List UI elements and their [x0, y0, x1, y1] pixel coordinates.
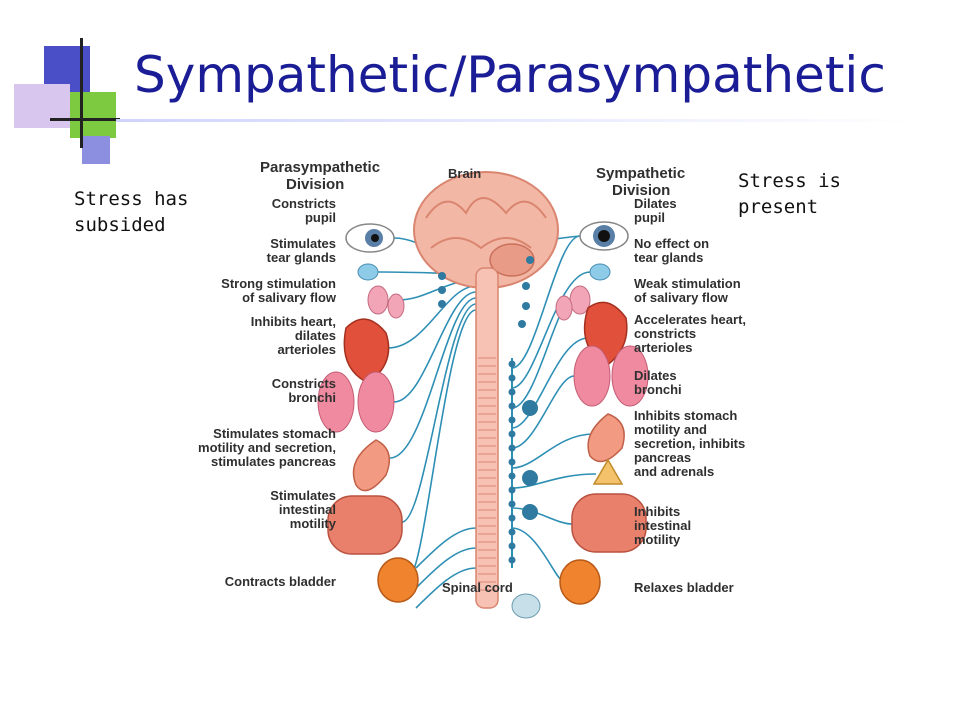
brain-label: Brain [448, 166, 481, 181]
spinal-cord-segments [478, 357, 496, 591]
left-stomach-illustration [352, 439, 391, 492]
left-bladder-illustration [377, 557, 419, 603]
brain-folds [425, 197, 547, 250]
right-bladder-illustration [559, 559, 601, 605]
left-tear-gland-illustration [357, 263, 379, 281]
decor-square-green [70, 92, 116, 138]
right-stomach-illustration [587, 413, 625, 463]
ganglia-dots [438, 256, 538, 564]
note-stress-present: Stress is present [738, 170, 841, 218]
right-eye-illustration [579, 221, 629, 251]
left-eye-illustration [345, 223, 395, 253]
left-heart-illustration [343, 318, 390, 384]
right-adrenal-illustration [592, 458, 624, 485]
right-salivary-gland-illustration [555, 285, 591, 321]
left-intestines-illustration [327, 495, 403, 555]
nerve-lines [377, 235, 597, 609]
spinal-cord-label: Spinal cord [442, 580, 513, 595]
adrenal-ganglion-illustration [511, 593, 541, 619]
left-lungs-illustration [317, 371, 395, 433]
title-underline [116, 119, 916, 122]
decor-vertical-line [80, 38, 83, 148]
right-tear-gland-illustration [589, 263, 611, 281]
decor-square-lilac [14, 84, 70, 128]
sympathetic-label-bladder: Relaxes bladder [634, 580, 734, 595]
note-stress-subsided: Stress has subsided [74, 188, 189, 236]
slide-title: Sympathetic/Parasympathetic [134, 46, 886, 104]
left-salivary-gland-illustration [367, 285, 405, 319]
decor-horizontal-line [50, 118, 120, 121]
right-lungs-illustration [573, 345, 649, 407]
decor-square-violet [82, 136, 110, 164]
right-intestines-illustration [571, 493, 647, 553]
parasympathetic-label-bladder: Contracts bladder [225, 574, 336, 589]
